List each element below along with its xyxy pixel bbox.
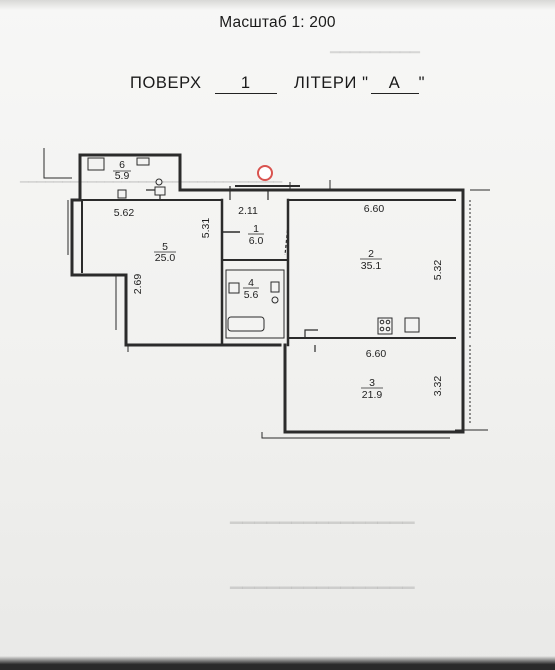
bleed-through-text: ▁▁▁▁▁▁▁▁▁▁▁▁▁▁▁▁▁▁▁▁▁▁▁▁▁▁▁▁▁▁▁	[20, 171, 283, 183]
room-2-number: 2	[368, 248, 374, 260]
room-1-area: 6.0	[249, 235, 264, 247]
room-5-number: 5	[162, 241, 168, 253]
bottom-edge-shadow	[0, 656, 555, 670]
dimension-5-31: 5.31	[200, 218, 212, 239]
kitchen-fixtures	[377, 317, 420, 335]
room-6-number: 6	[119, 159, 125, 171]
floor-value: 1	[214, 74, 277, 94]
dimension-2-69: 2.69	[132, 274, 144, 295]
dimension-2-11: 2.11	[238, 205, 258, 217]
edge-ticks	[43, 148, 490, 439]
scale-label: Масштаб 1: 200	[219, 14, 336, 31]
liter-close-quote: "	[418, 74, 426, 92]
liter-value: А	[370, 74, 419, 94]
location-marker-icon	[257, 165, 273, 181]
page-top-edge	[0, 0, 555, 10]
outer-walls	[70, 153, 465, 434]
bleed-through-text: ▁▁▁▁▁▁▁▁▁	[330, 38, 420, 53]
dimension-6-60-mid: 6.60	[366, 348, 387, 360]
dimension-6-60-top: 6.60	[364, 203, 385, 215]
room-3-area: 21.9	[362, 389, 383, 401]
dimension-5-32: 5.32	[432, 260, 444, 281]
bleed-through-text: ▁▁▁▁▁▁▁▁▁▁▁▁▁▁▁	[230, 507, 415, 524]
liter-label: ЛІТЕРИ "	[293, 74, 369, 92]
floor-label: ПОВЕРХ	[130, 74, 202, 92]
floor-plan: 6 5.9 5 25.0 1 6.0 4 5.6 2 35.1 3 21.9 5…	[43, 148, 490, 439]
dimension-5-62: 5.62	[114, 207, 135, 219]
room4-fixtures	[225, 269, 285, 339]
room-3-number: 3	[369, 377, 375, 389]
room-4-number: 4	[248, 277, 254, 289]
room-1-number: 1	[253, 223, 259, 235]
bathroom-fixtures	[87, 157, 166, 199]
bleed-through-text: ▁▁▁▁▁▁▁▁▁▁▁▁▁▁▁	[230, 572, 415, 589]
room-5-area: 25.0	[155, 252, 176, 264]
floor-liter-line: ПОВЕРХ 1 ЛІТЕРИ "А"	[130, 74, 425, 94]
room-2-area: 35.1	[361, 260, 382, 272]
room-6-area: 5.9	[115, 170, 130, 182]
room-4-area: 5.6	[244, 289, 259, 301]
dimension-3-32: 3.32	[432, 376, 444, 397]
